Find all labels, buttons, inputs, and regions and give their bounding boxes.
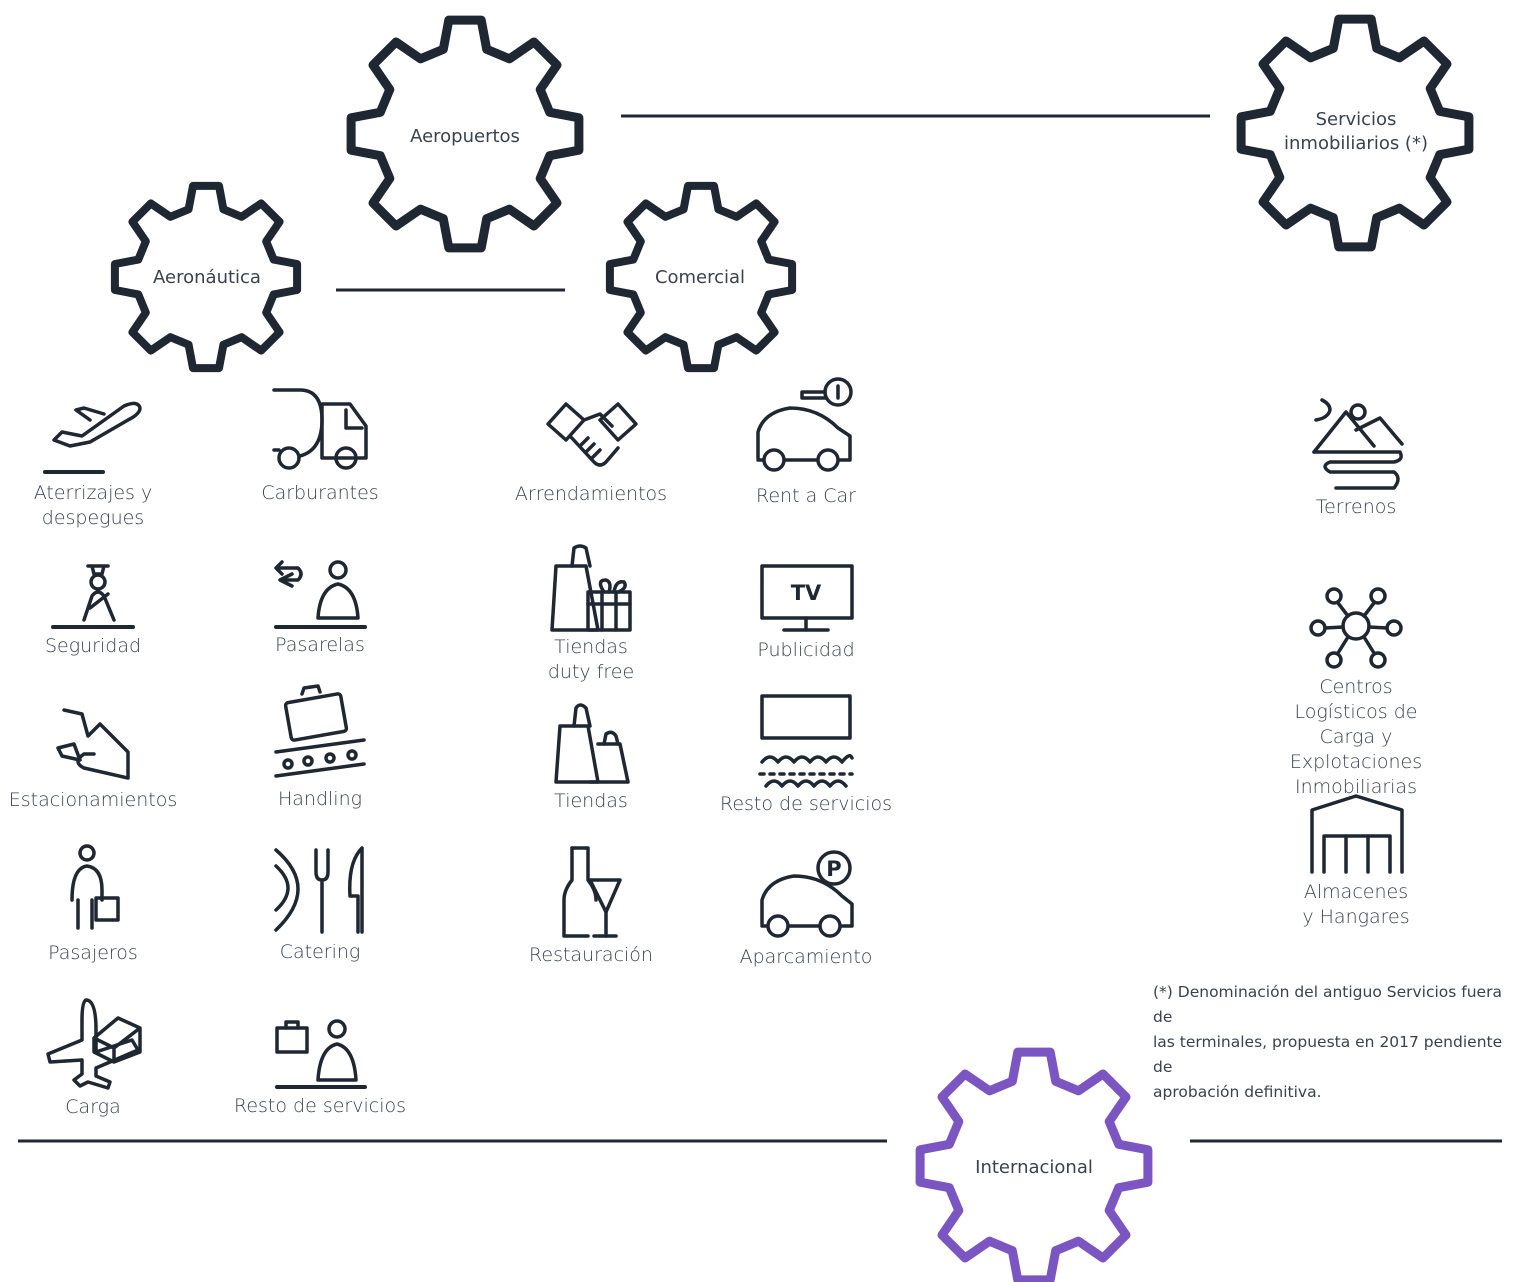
car-parking-icon bbox=[760, 850, 854, 938]
label-carburantes: Carburantes bbox=[261, 482, 379, 504]
plane-takeoff-icon bbox=[43, 401, 142, 474]
gear-label-comercial: Comercial bbox=[654, 267, 746, 288]
gear-comercial-icon bbox=[605, 181, 797, 373]
label-publicidad: Publicidad bbox=[757, 639, 855, 661]
restaurant-bottle-glass-icon bbox=[562, 846, 622, 938]
gear-aeropuertos-icon bbox=[346, 15, 584, 253]
label-restauracion: Restauración bbox=[529, 944, 653, 966]
label-tiendas: Tiendas bbox=[554, 790, 628, 812]
cargo-plane-icon bbox=[46, 998, 142, 1090]
label-seguridad: Seguridad bbox=[44, 635, 142, 657]
security-officer-icon bbox=[51, 564, 135, 629]
land-terrain-icon bbox=[1312, 398, 1404, 490]
gear-servicios-icon bbox=[1236, 14, 1474, 252]
label-resto-aero: Resto de servicios bbox=[233, 1095, 407, 1117]
label-rentacar: Rent a Car bbox=[756, 485, 856, 507]
label-catering: Catering bbox=[279, 941, 361, 963]
shopping-bags-icon bbox=[554, 703, 630, 784]
parking-stand-icon bbox=[56, 708, 130, 780]
label-handling: Handling bbox=[277, 788, 363, 810]
label-dutyfree: Tiendas duty free bbox=[547, 636, 635, 683]
rent-a-car-icon bbox=[756, 377, 853, 472]
jet-bridge-icon bbox=[274, 560, 367, 629]
gear-label-aeronautica: Aeronáutica bbox=[153, 267, 261, 288]
cinema-screen-icon bbox=[758, 694, 854, 788]
label-estacionamientos: Estacionamientos bbox=[8, 789, 178, 811]
label-almacenes: Almacenes y Hangares bbox=[1302, 881, 1410, 928]
duty-free-bag-icon bbox=[550, 544, 632, 632]
catering-icon bbox=[274, 846, 364, 934]
parking-letter-icon-text: P bbox=[826, 857, 841, 881]
label-terrenos: Terrenos bbox=[1315, 496, 1397, 518]
label-aterrizajes: Aterrizajes y despegues bbox=[33, 482, 153, 529]
fuel-truck-icon bbox=[272, 388, 368, 470]
logistics-network-icon bbox=[1309, 587, 1403, 669]
label-carga: Carga bbox=[65, 1096, 121, 1118]
label-logisticos: Centros Logísticos de Carga y Explotacio… bbox=[1289, 676, 1423, 798]
tv-icon-text: TV bbox=[791, 581, 822, 605]
label-pasarelas: Pasarelas bbox=[275, 634, 365, 656]
handshake-icon bbox=[546, 402, 638, 467]
warehouse-hangar-icon bbox=[1310, 794, 1404, 874]
label-arrendamientos: Arrendamientos bbox=[514, 483, 668, 505]
label-aparcamiento: Aparcamiento bbox=[739, 946, 873, 968]
gear-aeronautica-icon bbox=[110, 181, 302, 373]
footnote: (*) Denominación del antiguo Servicios f… bbox=[1153, 983, 1503, 1101]
gear-label-internacional: Internacional bbox=[975, 1157, 1093, 1178]
label-pasajeros: Pasajeros bbox=[48, 942, 138, 964]
gear-label-servicios: Servicios inmobiliarios (*) bbox=[1284, 109, 1428, 154]
label-resto-comercial: Resto de servicios bbox=[719, 793, 893, 815]
baggage-handling-icon bbox=[274, 684, 366, 778]
connector-lines bbox=[18, 114, 1502, 1143]
other-services-person-icon bbox=[275, 1019, 367, 1089]
advertising-tv-icon bbox=[760, 564, 854, 632]
passenger-icon bbox=[70, 844, 120, 930]
gear-label-aeropuertos: Aeropuertos bbox=[410, 126, 520, 147]
gear-internacional-icon bbox=[915, 1047, 1153, 1282]
